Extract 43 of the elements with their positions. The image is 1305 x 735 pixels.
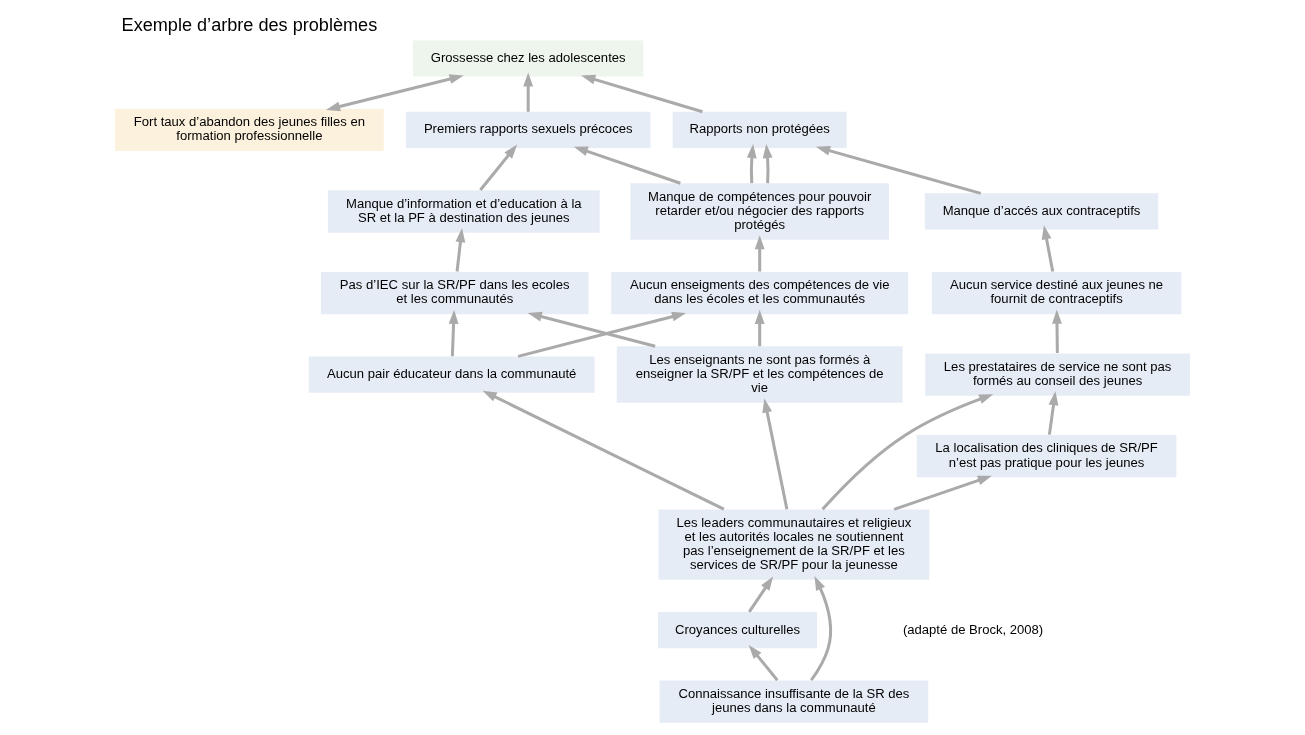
node-box: Les prestataires de service ne sont pas formés au conseil des jeunes	[925, 353, 1190, 396]
arrow	[746, 143, 757, 184]
arrow	[527, 311, 656, 348]
arrow	[479, 144, 518, 191]
arrow	[523, 72, 534, 112]
node-box: Rapports non protégées	[672, 111, 847, 149]
arrow	[517, 311, 687, 358]
node-box: Manque d’accés aux contraceptifs	[924, 193, 1159, 230]
arrow	[748, 644, 779, 682]
arrow	[747, 576, 774, 613]
node-box: Les leaders communautaires et religieux et les autorités locales ne soutiennent pas l’enseignement de la SR/PF et les services de SR/PF pour la jeunesse	[658, 509, 930, 580]
caption: (adapté de Brock, 2008)	[902, 621, 1044, 637]
node-box: Manque de compétences pour pouvoir retarder et/ou négocier des rapports protégés	[630, 183, 890, 240]
arrow	[762, 143, 773, 184]
arrow	[821, 394, 994, 511]
arrow	[893, 475, 992, 511]
arrow	[754, 235, 765, 272]
node-box: Croyances culturelles	[658, 612, 818, 649]
arrow	[482, 390, 725, 511]
arrow	[573, 146, 681, 185]
arrow	[810, 576, 833, 682]
node-box: La localisation des cliniques de SR/PF n’est pas pratique pour les jeunes	[916, 434, 1177, 478]
node-box: Les enseignants ne sont pas formés à enseigner la SR/PF et les compétences de vie	[616, 346, 903, 403]
arrow	[754, 309, 765, 347]
node-box: Aucun service destiné aux jeunes ne fournit de contraceptifs	[931, 271, 1182, 315]
arrow	[455, 228, 466, 272]
arrow	[1052, 309, 1062, 354]
arrow	[581, 74, 703, 114]
node-box: Pas d’IEC sur la SR/PF dans les ecoles et les communautés	[320, 271, 589, 315]
node-box: Aucun pair éducateur dans la communauté	[308, 356, 595, 393]
node-box: Fort taux d’abandon des jeunes filles en formation professionnelle	[115, 108, 384, 152]
node-box: Premiers rapports sexuels précoces	[405, 111, 651, 149]
node-box: Aucun enseigments des compétences de vie dans les écoles et les communautés	[611, 271, 909, 315]
arrow	[816, 145, 982, 195]
diagram-title: Exemple d’arbre des problèmes	[121, 14, 378, 35]
node-box: Connaissance insuffisante de la SR des jeunes dans la communauté	[659, 680, 929, 723]
arrow	[762, 398, 789, 510]
arrow	[1041, 225, 1055, 272]
node-box: Grossesse chez les adolescentes	[412, 40, 644, 77]
arrow	[325, 74, 464, 112]
arrow	[448, 309, 459, 357]
arrow	[1047, 391, 1059, 435]
node-box: Manque d’information et d’education à la SR et la PF à destination des jeunes	[327, 190, 600, 233]
